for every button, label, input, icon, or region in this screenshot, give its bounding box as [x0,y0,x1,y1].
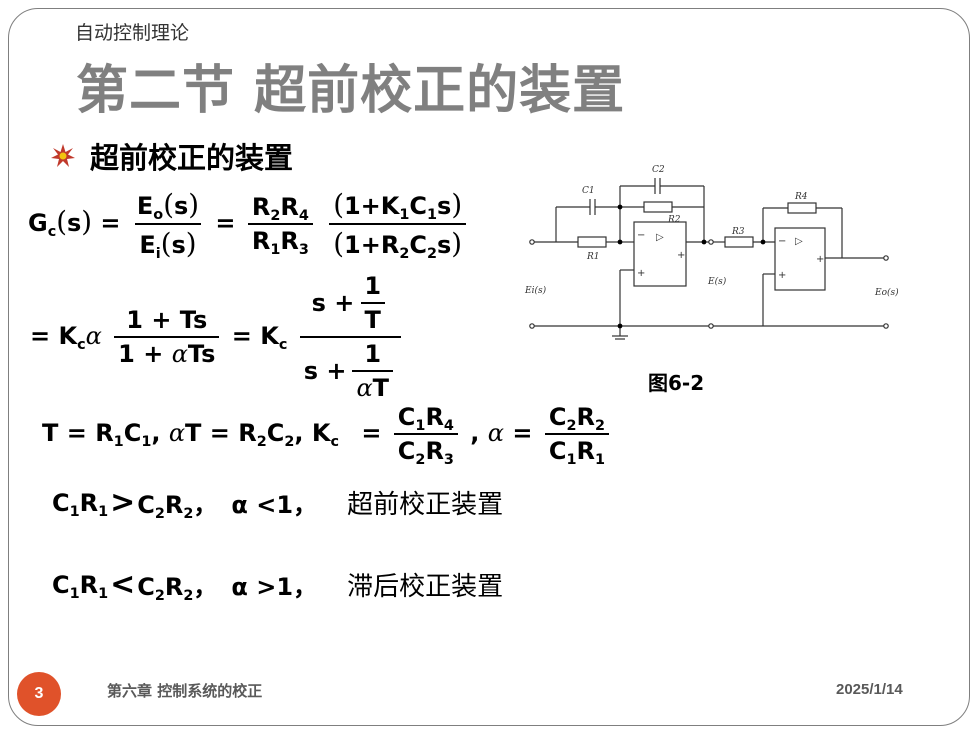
svg-text:R3: R3 [731,227,745,237]
slide-frame [8,8,970,726]
equation-transfer-function: Gc(s) = Eo(s) Ei(s) = R2R4 R1R3 (1+K1C1s… [28,188,470,263]
svg-text:+: + [677,250,685,261]
fraction-alpha: C2R2 C1R1 [544,403,609,468]
footer-date: 2025/1/14 [836,681,903,698]
bullet-heading: 超前校正的装置 [50,135,293,177]
footer-chapter: 第六章 控制系统的校正 [107,682,263,700]
page-title: 第二节 超前校正的装置 [76,61,626,121]
condition-lead-label: 超前校正装置 [347,490,504,520]
svg-text:R4: R4 [794,192,808,202]
svg-text:R1: R1 [586,252,600,262]
figure-caption: 图6-2 [648,371,705,395]
fraction-r-ratio: R2R4 R1R3 [247,193,313,258]
svg-text:Ei(s): Ei(s) [524,285,547,296]
svg-text:▷: ▷ [656,232,664,243]
svg-text:E(s): E(s) [707,276,727,287]
condition-lag: C1R1 < C2R2， α >1， 滞后校正装置 [52,567,504,605]
svg-text:+: + [778,270,786,281]
fraction-lead-terms: (1+K1C1s) (1+R2C2s) [329,188,467,262]
equation-parameters: T = R1C1, αT = R2C2, Kc = C1R4 C2R3 , α … [42,403,613,468]
page-number-badge: 3 [17,672,61,716]
condition-lag-label: 滞后校正装置 [347,572,504,602]
bullet-heading-text: 超前校正的装置 [90,141,294,175]
fraction-ts: 1 + Ts 1 + αTs [114,306,220,368]
svg-text:−: − [637,230,645,241]
svg-text:▷: ▷ [795,236,803,247]
condition-lead: C1R1 > C2R2， α <1， 超前校正装置 [52,485,504,523]
lead-network-circuit-diagram: C1 C2 R1 R2 R3 R4 Ei(s) E(s) Eo(s) − + +… [524,165,899,340]
starburst-bullet-icon [51,144,75,167]
svg-text:+: + [816,254,824,265]
svg-text:Eo(s): Eo(s) [874,287,899,298]
svg-text:−: − [778,236,786,247]
svg-text:C1: C1 [582,186,595,196]
svg-text:+: + [637,268,645,279]
svg-text:C2: C2 [652,165,665,175]
svg-text:R2: R2 [667,215,681,225]
course-subtitle: 自动控制理论 [75,22,190,44]
fraction-eo-ei: Eo(s) Ei(s) [135,188,201,263]
fraction-kc: C1R4 C2R3 [393,403,458,468]
